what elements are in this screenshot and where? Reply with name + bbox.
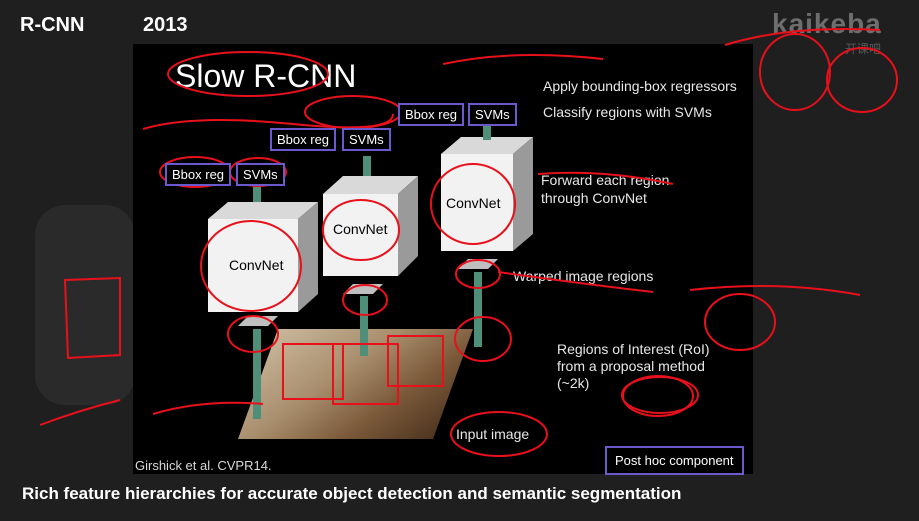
convnet-label-3: ConvNet	[446, 195, 501, 211]
bbox-reg-label-1: Bbox reg	[165, 163, 232, 186]
slide: Slow R-CNN Apply bounding-box regressors…	[133, 44, 753, 475]
svms-label-2: SVMs	[342, 128, 391, 151]
bbox-reg-label-2: Bbox reg	[270, 128, 337, 151]
citation: Girshick et al. CVPR14.	[135, 458, 272, 473]
convnet-cube-3	[441, 137, 533, 251]
slide-title: Slow R-CNN	[175, 58, 357, 94]
footer-caption: Rich feature hierarchies for accurate ob…	[22, 484, 682, 503]
annotation-roi-1: Regions of Interest (RoI)	[557, 341, 710, 357]
annotation-forward-1: Forward each region	[541, 172, 670, 188]
header-title: R-CNN	[20, 14, 85, 36]
annotation-forward-2: through ConvNet	[541, 190, 647, 206]
convnet-cube-1	[208, 202, 318, 312]
annotation-roi-2: from a proposal method	[557, 358, 705, 374]
convnet-cube-2	[323, 176, 418, 276]
convnet-label-1: ConvNet	[229, 257, 284, 273]
handwritten-annotations	[142, 51, 694, 457]
bbox-reg-label-3: Bbox reg	[398, 103, 465, 126]
roi-boxes	[282, 335, 444, 405]
convnet-label-2: ConvNet	[333, 221, 388, 237]
pipeline-diagram	[142, 51, 694, 457]
background-shape	[35, 205, 135, 405]
annotation-apply-bbox: Apply bounding-box regressors	[543, 78, 737, 94]
annotation-roi-3: (~2k)	[557, 375, 590, 391]
annotation-input: Input image	[456, 426, 530, 442]
post-hoc-box: Post hoc component	[605, 446, 744, 475]
annotation-classify: Classify regions with SVMs	[543, 104, 712, 120]
pipeline-arrows	[253, 126, 491, 419]
header-year: 2013	[143, 14, 188, 36]
svms-label-3: SVMs	[468, 103, 517, 126]
svms-label-1: SVMs	[236, 163, 285, 186]
annotation-warped: Warped image regions	[513, 268, 654, 284]
